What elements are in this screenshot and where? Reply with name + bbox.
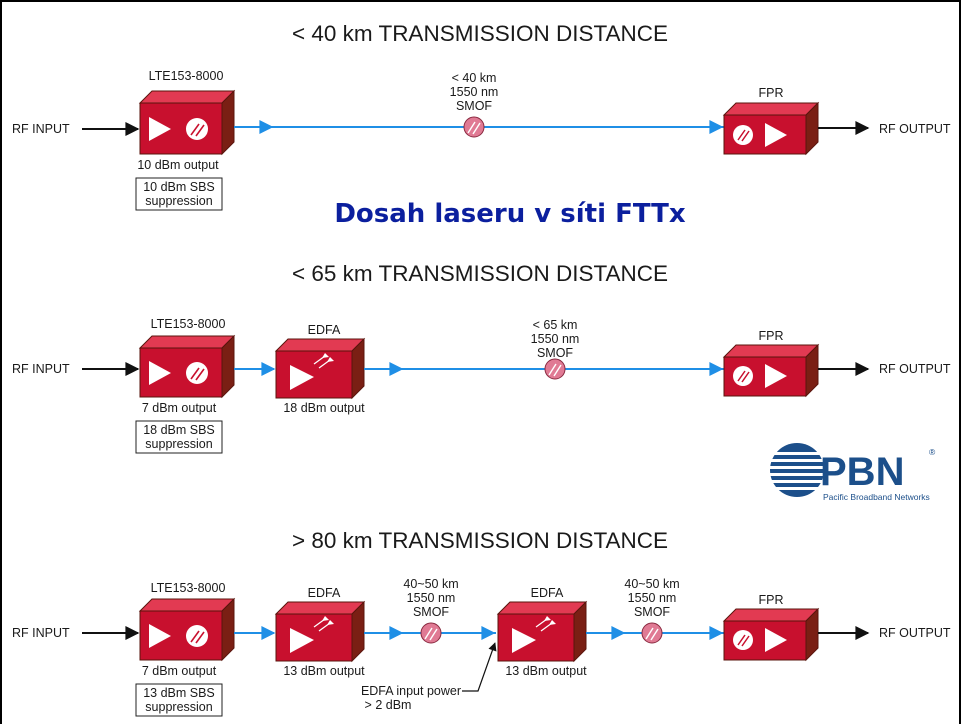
section-1-title: < 40 km TRANSMISSION DISTANCE — [292, 21, 668, 46]
transmitter-output-1: 10 dBm output — [137, 158, 219, 172]
span-2-wavelength: 1550 nm — [531, 332, 580, 346]
edfa-label-3b: EDFA — [531, 586, 564, 600]
span-3a-wavelength: 1550 nm — [407, 591, 456, 605]
transmitter-label-2: LTE153-8000 — [151, 317, 226, 331]
fiber-connector-2 — [544, 358, 566, 380]
span-1-distance: < 40 km — [452, 71, 497, 85]
span-3a-distance: 40~50 km — [403, 577, 458, 591]
edfa-device-3b — [496, 600, 588, 663]
span-1-wavelength: 1550 nm — [450, 85, 499, 99]
rf-input-label-3: RF INPUT — [12, 626, 70, 640]
span-2-distance: < 65 km — [533, 318, 578, 332]
span-3b-distance: 40~50 km — [624, 577, 679, 591]
span-3b-wavelength: 1550 nm — [628, 591, 677, 605]
fiber-connector-3a — [420, 622, 442, 644]
edfa-output-2: 18 dBm output — [283, 401, 365, 415]
span-2-fiber: SMOF — [537, 346, 573, 360]
transmitter-output-2: 7 dBm output — [142, 401, 217, 415]
rf-output-label-1: RF OUTPUT — [879, 122, 951, 136]
edfa-device-3a — [274, 600, 366, 663]
sbs-line-1b: suppression — [145, 194, 212, 208]
logo-subtitle: Pacific Broadband Networks — [823, 492, 930, 502]
rf-output-label-3: RF OUTPUT — [879, 626, 951, 640]
logo-registered: ® — [929, 447, 936, 457]
rf-output-label-2: RF OUTPUT — [879, 362, 951, 376]
receiver-device-2 — [722, 343, 820, 398]
note-line-1: EDFA input power — [361, 684, 461, 698]
rf-input-label-1: RF INPUT — [12, 122, 70, 136]
note-line-2: > 2 dBm — [365, 698, 412, 712]
pbn-logo: PBN ® Pacific Broadband Networks — [768, 443, 936, 502]
receiver-device-1 — [722, 101, 820, 156]
sbs-line-3b: suppression — [145, 700, 212, 714]
rf-input-label-2: RF INPUT — [12, 362, 70, 376]
sbs-box-2 — [135, 420, 223, 454]
section-3-title: > 80 km TRANSMISSION DISTANCE — [292, 528, 668, 553]
logo-text: PBN — [820, 450, 904, 494]
transmitter-device-2 — [138, 334, 236, 399]
sbs-line-2a: 18 dBm SBS — [143, 423, 215, 437]
transmitter-device-1 — [138, 89, 236, 156]
receiver-label-2: FPR — [759, 329, 784, 343]
receiver-device-3 — [722, 607, 820, 662]
span-3b-fiber: SMOF — [634, 605, 670, 619]
transmitter-label-3: LTE153-8000 — [151, 581, 226, 595]
transmitter-device-3 — [138, 597, 236, 662]
headline: Dosah laseru v síti FTTx — [334, 199, 686, 229]
edfa-output-3b: 13 dBm output — [505, 664, 587, 678]
sbs-box-1 — [135, 177, 223, 211]
span-3a-fiber: SMOF — [413, 605, 449, 619]
receiver-label-3: FPR — [759, 593, 784, 607]
fiber-connector-1 — [463, 116, 485, 138]
edfa-device-2 — [274, 337, 366, 400]
receiver-label-1: FPR — [759, 86, 784, 100]
edfa-label-3a: EDFA — [308, 586, 341, 600]
sbs-line-1a: 10 dBm SBS — [143, 180, 215, 194]
note-leader-arrow — [462, 642, 497, 692]
sbs-line-3a: 13 dBm SBS — [143, 686, 215, 700]
section-2-title: < 65 km TRANSMISSION DISTANCE — [292, 261, 668, 286]
fiber-connector-3b — [641, 622, 663, 644]
sbs-line-2b: suppression — [145, 437, 212, 451]
edfa-label-2: EDFA — [308, 323, 341, 337]
sbs-box-3 — [135, 683, 223, 717]
edfa-output-3a: 13 dBm output — [283, 664, 365, 678]
globe-icon — [768, 443, 830, 497]
transmitter-output-3: 7 dBm output — [142, 664, 217, 678]
span-1-fiber: SMOF — [456, 99, 492, 113]
transmitter-label-1: LTE153-8000 — [149, 69, 224, 83]
